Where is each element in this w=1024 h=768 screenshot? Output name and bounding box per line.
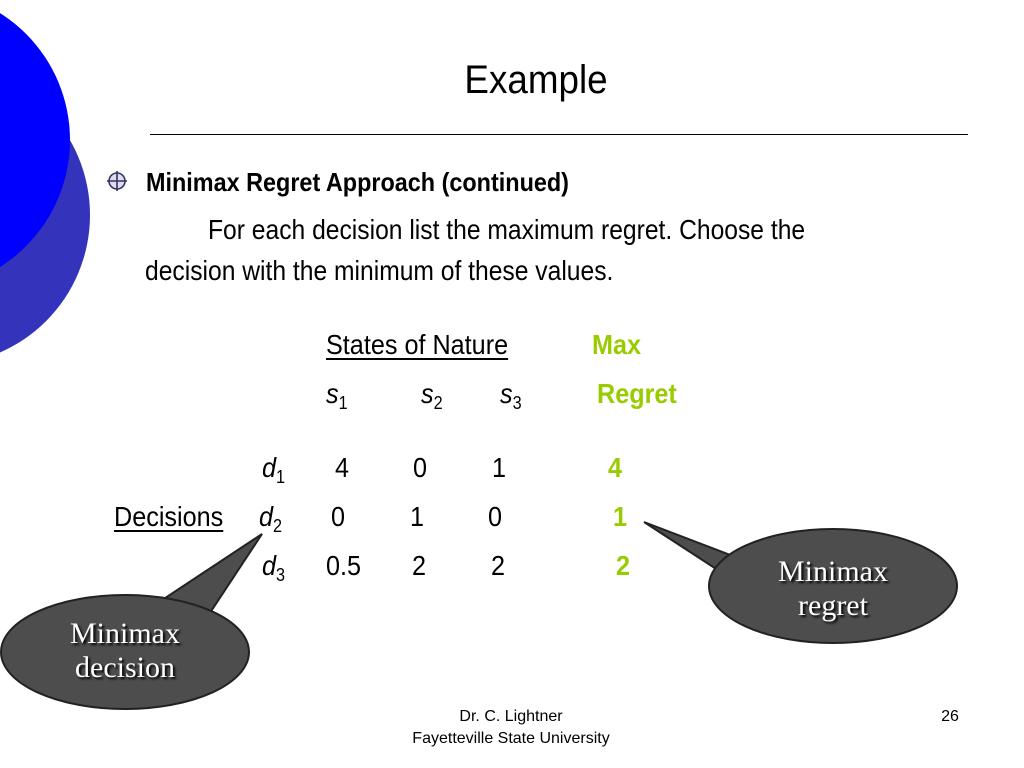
- body-text-line-1: For each decision list the maximum regre…: [208, 214, 806, 245]
- max-regret-d1: 4: [608, 452, 623, 483]
- regret-cell-d3-s3: 2: [491, 550, 506, 581]
- bullet-heading: Minimax Regret Approach (continued): [146, 167, 569, 197]
- minimax-regret-callout-text: Minimax regret: [778, 555, 888, 622]
- minimax-decision-callout-text: Minimax decision: [70, 617, 180, 684]
- max-regret-d3: 2: [616, 550, 631, 581]
- regret-header: Regret: [597, 378, 677, 409]
- title-divider: [150, 134, 968, 135]
- decision-label-d2: d2: [259, 501, 283, 536]
- regret-cell-d3-s1: 0.5: [326, 550, 362, 581]
- decisions-label: Decisions: [114, 501, 224, 532]
- states-of-nature-header: States of Nature: [326, 329, 509, 360]
- slide-number: 26: [941, 708, 959, 725]
- max-header: Max: [592, 329, 642, 360]
- regret-cell-d2-s1: 0: [331, 501, 346, 532]
- state-header-s2: s2: [421, 378, 443, 413]
- regret-cell-d1-s2: 0: [413, 452, 428, 483]
- decision-label-d3: d3: [262, 550, 286, 585]
- decision-label-d1: d1: [262, 452, 286, 487]
- regret-cell-d1-s3: 1: [492, 452, 507, 483]
- regret-cell-d2-s3: 0: [488, 501, 503, 532]
- state-header-s1: s1: [326, 378, 348, 413]
- regret-cell-d1-s1: 4: [335, 452, 350, 483]
- crosshair-bullet-icon: [107, 171, 127, 191]
- slide-title: Example: [464, 58, 608, 102]
- regret-cell-d3-s2: 2: [412, 550, 427, 581]
- body-text-line-2: decision with the minimum of these value…: [145, 255, 614, 286]
- minimax-regret-callout-bubble: [708, 528, 958, 644]
- state-header-s3: s3: [500, 378, 522, 413]
- minimax-decision-callout-bubble: [0, 594, 250, 710]
- footer-credit: Dr. C. Lightner Fayetteville State Unive…: [412, 708, 610, 747]
- decor-circle-front: [0, 13, 70, 267]
- max-regret-d2: 1: [613, 501, 628, 532]
- regret-cell-d2-s2: 1: [410, 501, 425, 532]
